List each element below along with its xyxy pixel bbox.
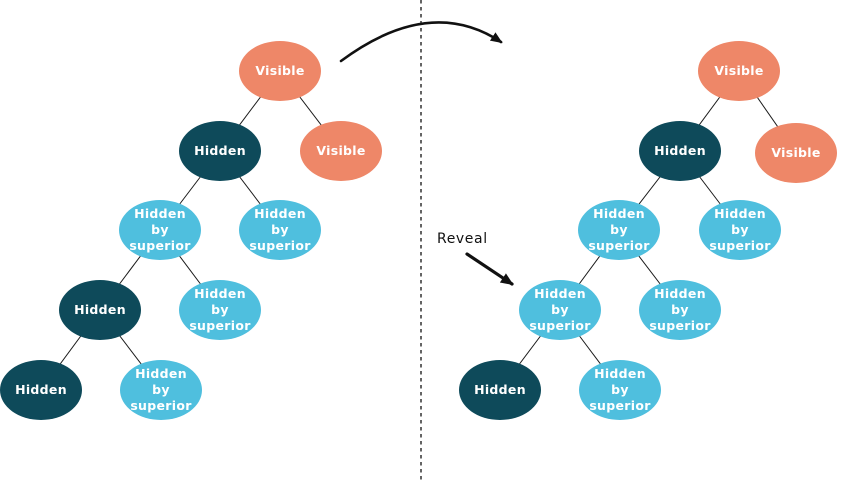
node-label: Visible — [714, 62, 764, 78]
tree-node-hidden-by-superior: Hidden by superior — [699, 200, 781, 260]
tree-node-visible: Visible — [239, 41, 321, 101]
node-label: Hidden by superior — [189, 285, 251, 334]
node-label: Hidden by superior — [589, 365, 651, 414]
node-label: Visible — [771, 144, 821, 160]
tree-node-hidden: Hidden — [59, 280, 141, 340]
tree-node-hidden-by-superior: Hidden by superior — [120, 360, 202, 420]
tree-node-hidden-by-superior: Hidden by superior — [239, 200, 321, 260]
tree-node-hidden-by-superior: Hidden by superior — [579, 360, 661, 420]
reveal-annotation-label: Reveal — [437, 231, 488, 247]
node-label: Hidden — [194, 142, 246, 158]
tree-node-hidden-by-superior: Hidden by superior — [639, 280, 721, 340]
tree-node-hidden-by-superior: Hidden by superior — [119, 200, 201, 260]
node-label: Hidden by superior — [529, 285, 591, 334]
revealed-node: Hidden by superior — [519, 280, 601, 340]
tree-node-hidden-by-superior: Hidden by superior — [179, 280, 261, 340]
node-label: Hidden by superior — [588, 205, 650, 254]
node-label: Hidden by superior — [649, 285, 711, 334]
transition-arrow — [339, 21, 503, 63]
tree-node-hidden: Hidden — [0, 360, 82, 420]
tree-node-hidden: Hidden — [179, 121, 261, 181]
node-label: Hidden — [74, 301, 126, 317]
node-label: Visible — [316, 142, 366, 158]
tree-node-visible: Visible — [300, 121, 382, 181]
reveal-arrow — [465, 252, 514, 286]
tree-node-visible: Visible — [755, 123, 837, 183]
node-label: Hidden — [654, 142, 706, 158]
node-label: Hidden by superior — [129, 205, 191, 254]
node-label: Visible — [255, 62, 305, 78]
tree-node-hidden-by-superior: Hidden by superior — [578, 200, 660, 260]
node-label: Hidden by superior — [249, 205, 311, 254]
node-label: Hidden — [474, 381, 526, 397]
tree-node-visible: Visible — [698, 41, 780, 101]
node-label: Hidden by superior — [709, 205, 771, 254]
node-label: Hidden by superior — [130, 365, 192, 414]
tree-node-hidden: Hidden — [459, 360, 541, 420]
tree-node-hidden: Hidden — [639, 121, 721, 181]
node-label: Hidden — [15, 381, 67, 397]
